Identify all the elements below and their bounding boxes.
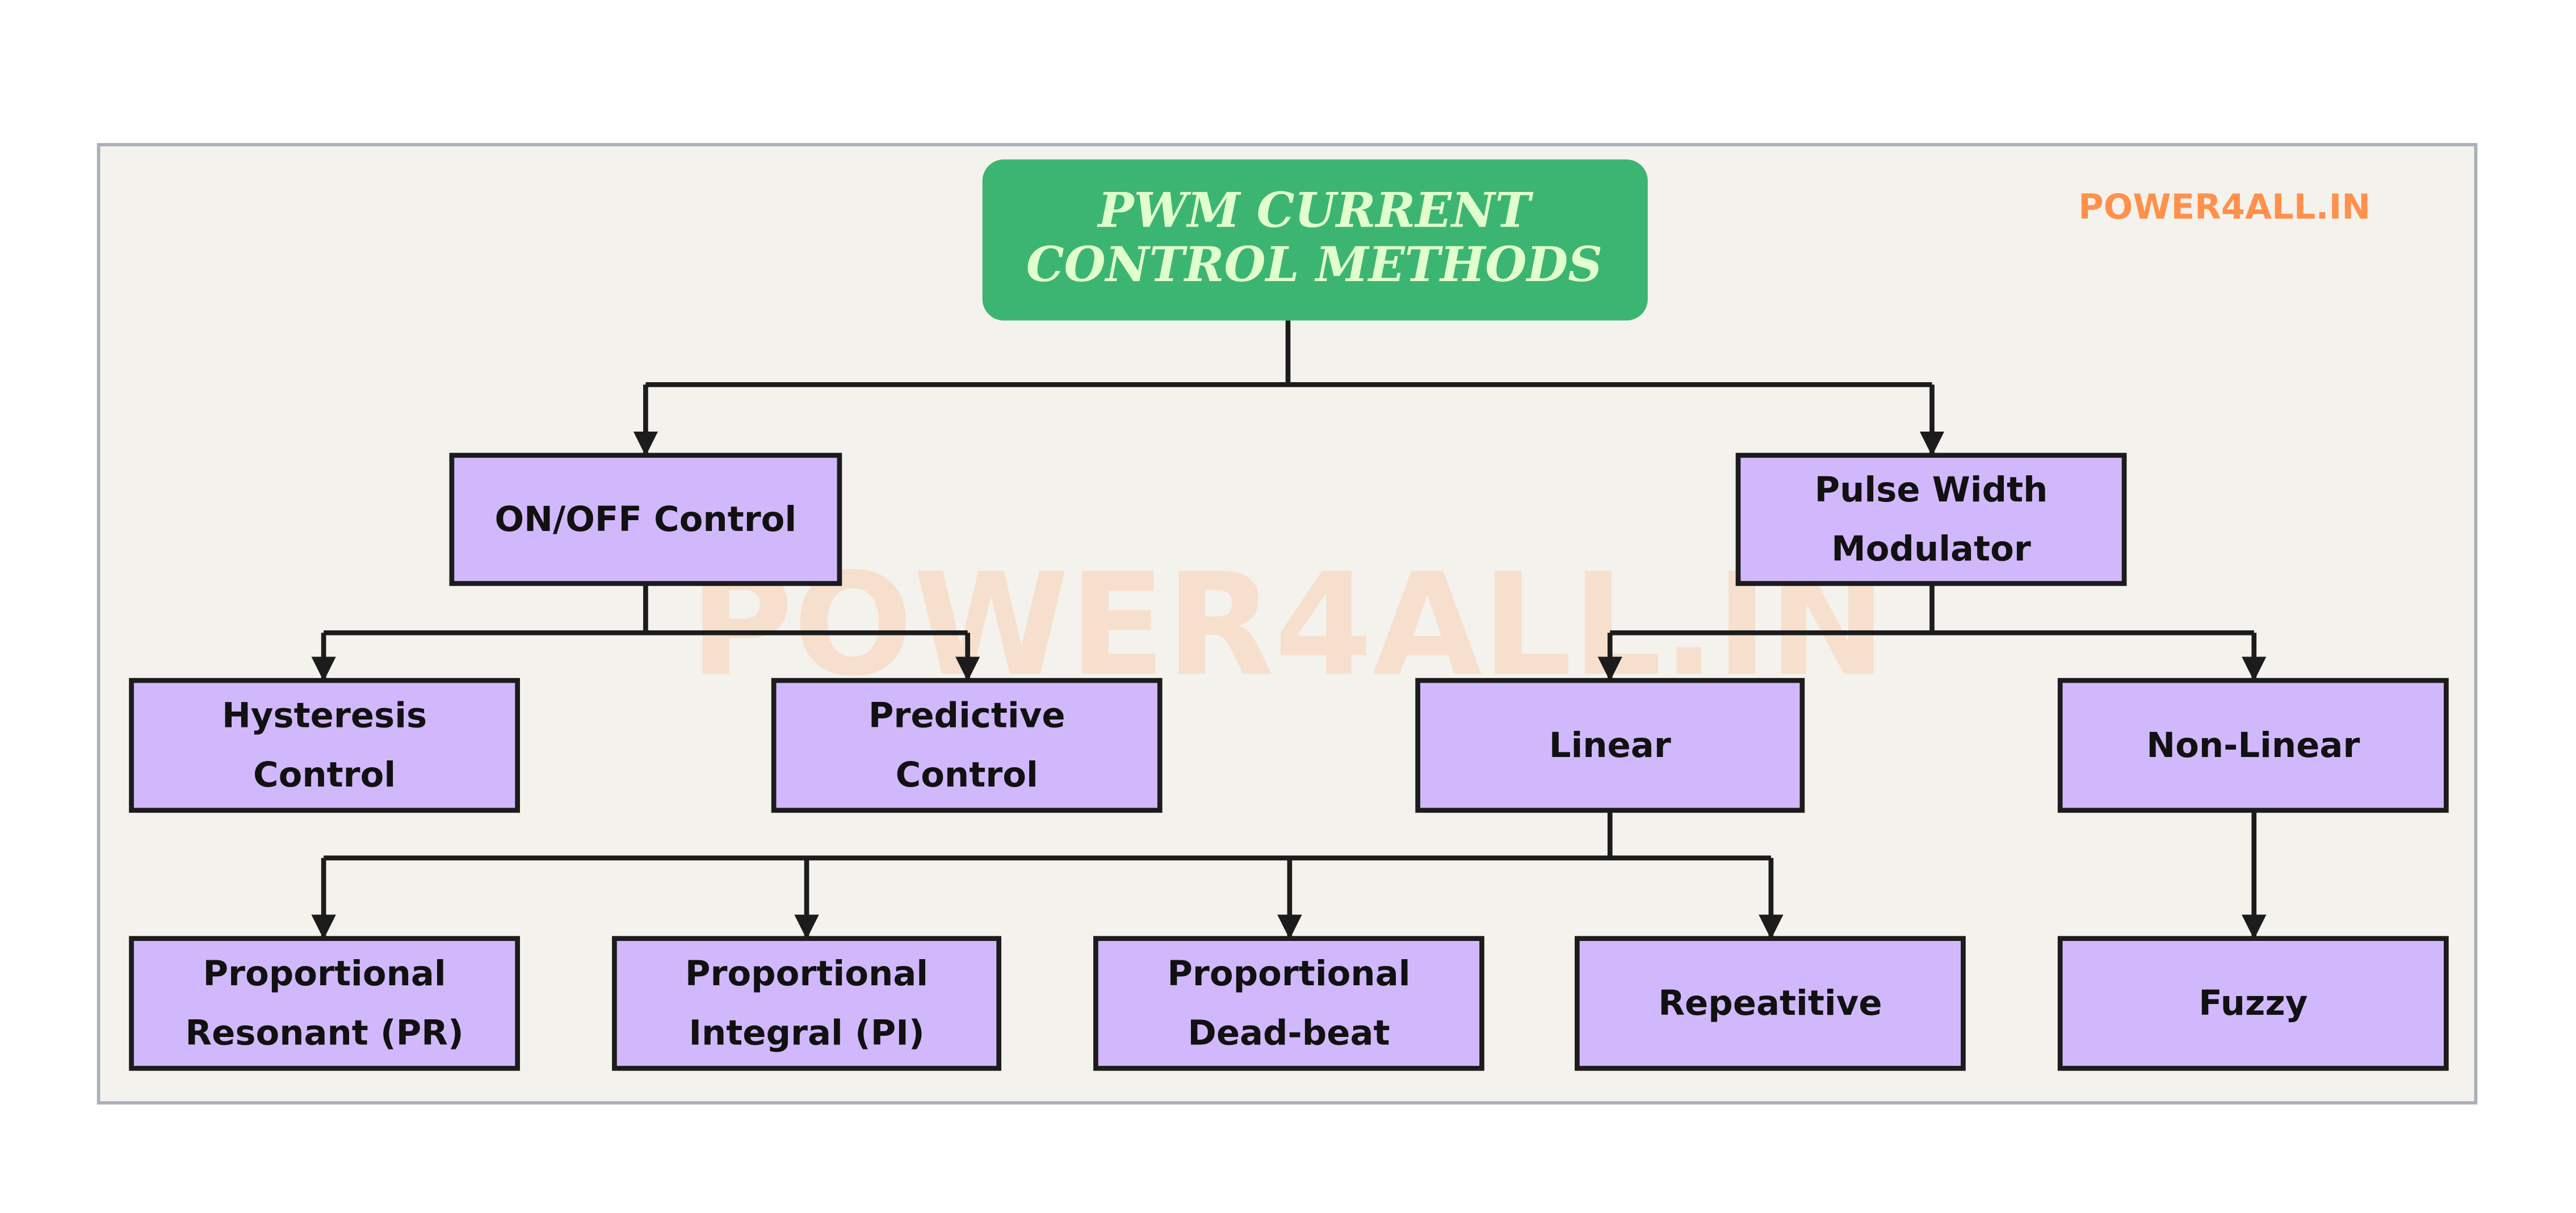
node-onoff: ON/OFF Control (449, 453, 842, 586)
svg-text:CONTROL METHODS: CONTROL METHODS (1026, 236, 1602, 292)
node-nonlinear: Non-Linear (2057, 677, 2449, 813)
node-label: Proportional (1167, 954, 1410, 994)
node-repetitive: Repeatitive (1575, 936, 1966, 1071)
node-label: Linear (1549, 726, 1671, 766)
node-label: Proportional (685, 954, 928, 994)
node-label: Dead-beat (1188, 1013, 1390, 1053)
node-label: Control (253, 755, 396, 795)
svg-text:PWM CURRENT: PWM CURRENT (1097, 182, 1533, 238)
node-label: ON/OFF Control (495, 500, 797, 539)
node-label: Proportional (203, 954, 446, 994)
node-label: Integral (PI) (689, 1013, 924, 1053)
connectors (311, 320, 2267, 940)
node-label: Non-Linear (2146, 726, 2360, 766)
node-label: Pulse Width (1815, 470, 2048, 510)
title-node: PWM CURRENT CONTROL METHODS (982, 159, 1648, 321)
node-label: Control (896, 755, 1038, 795)
node-label: Hysteresis (222, 696, 427, 736)
node-label: Resonant (PR) (185, 1013, 464, 1053)
node-fuzzy: Fuzzy (2057, 936, 2449, 1071)
logo-text: POWER4ALL.IN (2078, 187, 2371, 227)
node-label: Fuzzy (2199, 984, 2308, 1023)
node-linear: Linear (1415, 677, 1805, 813)
node-label: Modulator (1831, 529, 2031, 569)
node-label: Repeatitive (1658, 984, 1882, 1023)
node-label: Predictive (869, 696, 1065, 736)
